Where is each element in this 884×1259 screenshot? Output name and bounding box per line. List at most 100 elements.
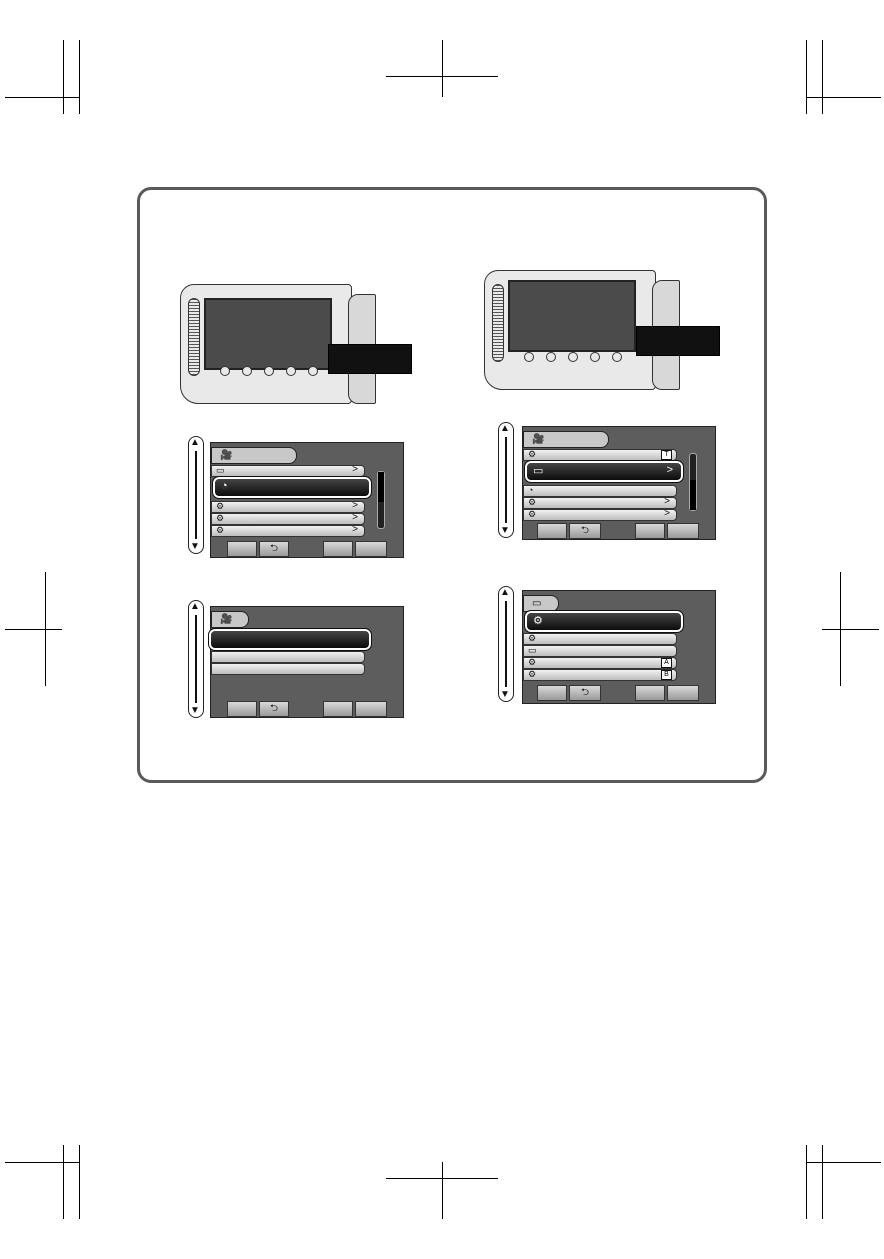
menu-button[interactable]: [308, 366, 318, 376]
softkey[interactable]: [323, 541, 353, 557]
value-box-b: B: [661, 670, 672, 680]
scroll-slider[interactable]: ▲ ▼: [498, 422, 514, 538]
speaker-grille: [188, 298, 200, 376]
menu-item[interactable]: [211, 651, 365, 663]
menu-item[interactable]: ⚙ A: [523, 657, 677, 669]
display-icon: ▭: [216, 465, 225, 475]
return-button[interactable]: ⮌: [569, 523, 601, 539]
display-icon: ▭: [532, 598, 542, 609]
scroll-down-icon[interactable]: ▼: [500, 525, 510, 536]
value-box-a: A: [661, 658, 672, 668]
scroll-up-icon[interactable]: ▲: [190, 437, 200, 448]
camcorder-right: [484, 266, 724, 396]
touch-buttons: [220, 366, 318, 376]
touch-button[interactable]: [524, 352, 534, 362]
scroll-slider[interactable]: ▲ ▼: [188, 436, 204, 554]
menu-item[interactable]: ▭ >: [211, 464, 365, 477]
softkey[interactable]: [635, 523, 665, 539]
softkey[interactable]: [667, 523, 699, 539]
menu-item-selected[interactable]: [208, 628, 372, 651]
menu-item-selected[interactable]: ⚙: [524, 610, 684, 633]
menu-item[interactable]: ⚙ >: [523, 496, 677, 509]
softkey[interactable]: [227, 701, 257, 717]
return-button[interactable]: ⮌: [259, 701, 289, 717]
touch-button[interactable]: [568, 352, 578, 362]
softkey[interactable]: [667, 685, 699, 701]
softkey[interactable]: [537, 685, 567, 701]
menu-item[interactable]: ▭: [523, 645, 677, 657]
arrow-right-icon: >: [352, 524, 358, 535]
return-button[interactable]: ⮌: [569, 685, 601, 701]
scroll-down-icon[interactable]: ▼: [500, 689, 510, 700]
scroll-up-icon[interactable]: ▲: [190, 601, 200, 612]
softkey[interactable]: [537, 523, 567, 539]
scrollbar[interactable]: [377, 471, 385, 529]
menu-item-selected[interactable]: ◔: [212, 476, 372, 499]
menu-item[interactable]: ⚙ T: [523, 449, 677, 461]
settings-icon: ⚙: [533, 615, 543, 627]
scroll-up-icon[interactable]: ▲: [500, 423, 510, 434]
display-icon: ▭: [533, 465, 544, 477]
scroll-up-icon[interactable]: ▲: [500, 587, 510, 598]
clock-icon: ◔: [528, 485, 534, 495]
arrow-right-icon: >: [664, 508, 670, 519]
touch-button[interactable]: [264, 366, 274, 376]
return-icon: ⮌: [269, 543, 278, 554]
settings-icon: ⚙: [528, 657, 537, 667]
softkey[interactable]: [227, 541, 257, 557]
menu-panel: 🎥 ▭ > ◔ ⚙ > ⚙ > ⚙ > ⮌: [210, 442, 404, 558]
softkey[interactable]: [355, 701, 387, 717]
menu-panel: 🎥 ⚙ T ▭ > ◔ ⚙ > ⚙ > ⮌: [522, 426, 716, 540]
movie-icon: 🎥: [220, 450, 233, 461]
menu-tab-video[interactable]: 🎥: [211, 447, 297, 464]
scrollbar-thumb[interactable]: [378, 472, 384, 502]
scroll-down-icon[interactable]: ▼: [190, 541, 200, 552]
lcd-screen: [508, 280, 636, 352]
display-icon: ▭: [528, 645, 537, 655]
touch-button[interactable]: [242, 366, 252, 376]
menu-panel: 🎥 ⮌: [208, 606, 404, 718]
softkey[interactable]: [323, 701, 353, 717]
menu-item[interactable]: ⚙: [523, 633, 677, 645]
menu-tab-video[interactable]: 🎥: [211, 611, 249, 628]
menu-item[interactable]: ⚙ >: [211, 524, 365, 537]
menu-tab-video[interactable]: 🎥: [523, 431, 609, 448]
touch-button[interactable]: [286, 366, 296, 376]
menu-item-selected[interactable]: ▭ >: [524, 460, 684, 483]
menu-button-callout: [636, 326, 720, 356]
camcorder-left: [180, 280, 420, 410]
clock-icon: ◔: [221, 480, 228, 492]
menu-button[interactable]: [612, 352, 622, 362]
return-button[interactable]: ⮌: [259, 541, 289, 557]
speaker-grille: [492, 284, 504, 362]
settings-icon: ⚙: [216, 501, 225, 511]
return-icon: ⮌: [580, 525, 589, 536]
scroll-down-icon[interactable]: ▼: [190, 705, 200, 716]
lcd-screen: [204, 298, 332, 370]
arrow-right-icon: >: [664, 496, 670, 507]
touch-button[interactable]: [546, 352, 556, 362]
menu-item[interactable]: ⚙ B: [523, 669, 677, 681]
menu-item[interactable]: ⚙ >: [523, 508, 677, 521]
scrollbar-thumb[interactable]: [690, 480, 696, 510]
menu-item[interactable]: [211, 663, 365, 675]
settings-icon: ⚙: [216, 513, 225, 523]
settings-icon: ⚙: [528, 449, 537, 459]
menu-item[interactable]: ⚙ >: [211, 512, 365, 525]
menu-item[interactable]: ◔: [523, 485, 677, 497]
menu-panel: ▭ ⚙ ⚙ ▭ ⚙ A ⚙ B ⮌: [522, 590, 716, 704]
settings-icon: ⚙: [216, 525, 225, 535]
softkey[interactable]: [355, 541, 387, 557]
arrow-right-icon: >: [352, 464, 358, 475]
scroll-slider[interactable]: ▲ ▼: [498, 586, 514, 702]
scrollbar[interactable]: [689, 453, 697, 511]
touch-button[interactable]: [220, 366, 230, 376]
softkey[interactable]: [635, 685, 665, 701]
menu-item[interactable]: ⚙ >: [211, 500, 365, 513]
settings-icon: ⚙: [528, 497, 537, 507]
touch-button[interactable]: [590, 352, 600, 362]
menu-tab-display[interactable]: ▭: [523, 595, 559, 612]
menu-button-callout: [328, 344, 412, 374]
scroll-slider[interactable]: ▲ ▼: [188, 600, 204, 718]
settings-icon: ⚙: [528, 509, 537, 519]
